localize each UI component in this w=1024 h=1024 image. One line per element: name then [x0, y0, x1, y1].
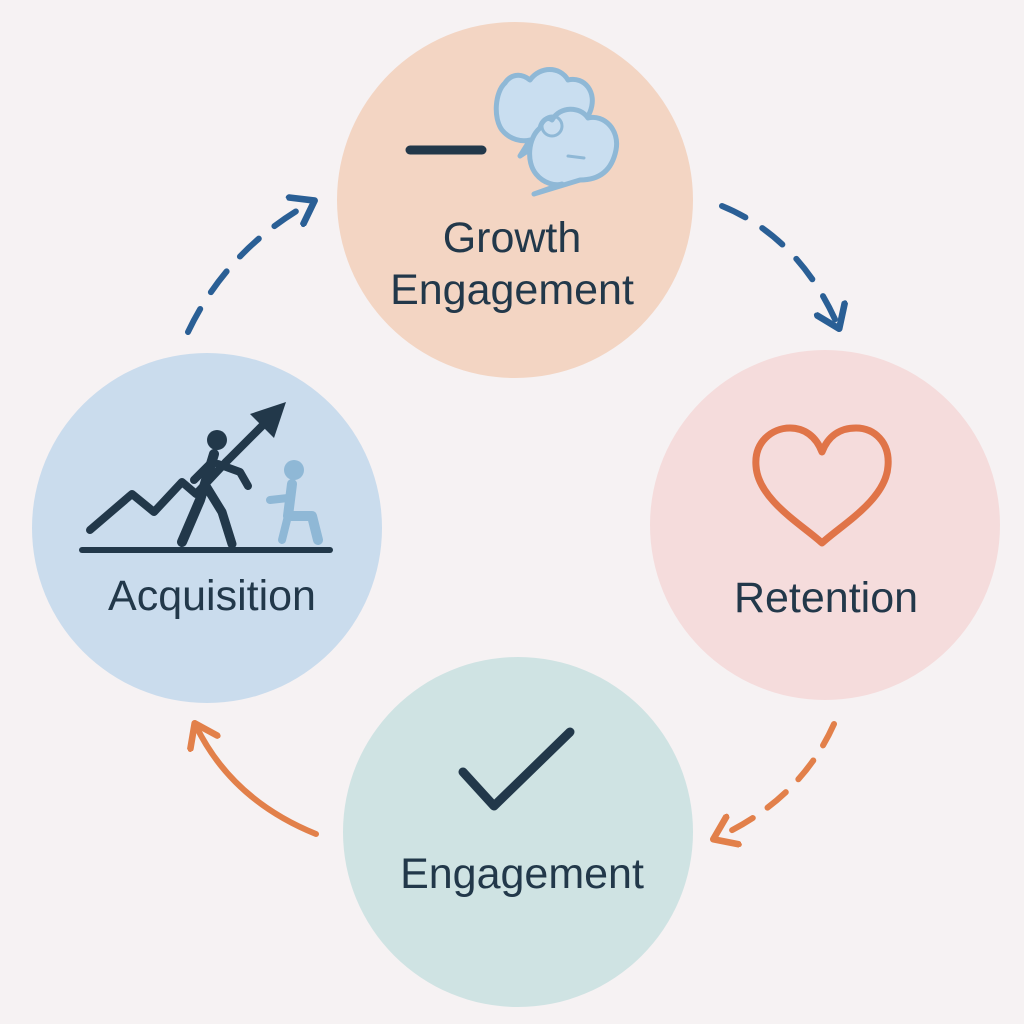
node-growth-engagement-label-line-1: Growth: [443, 214, 582, 262]
cycle-arrows: [185, 202, 838, 838]
node-acquisition: Acquisition: [32, 353, 382, 703]
node-growth-engagement-label-line-2: Engagement: [390, 266, 634, 314]
node-growth-engagement: Growth Engagement: [337, 22, 693, 378]
arrow-engagement-to-acquisition: [196, 726, 319, 837]
node-growth-engagement-circle: [337, 22, 693, 378]
arrow-acquisition-to-growth-engagement: [185, 202, 312, 335]
node-retention-circle: [650, 350, 1000, 700]
arrow-growth-engagement-to-retention: [719, 203, 838, 326]
node-engagement-circle: [343, 657, 693, 1007]
chat-bubbles-icon: [405, 67, 620, 197]
node-engagement: Engagement: [343, 657, 693, 1007]
heart-icon: [752, 424, 892, 547]
node-retention-label: Retention: [734, 574, 918, 622]
node-acquisition-label: Acquisition: [108, 572, 316, 620]
node-retention: Retention: [650, 350, 1000, 700]
checkmark-icon: [458, 727, 575, 811]
node-acquisition-circle: [32, 353, 382, 703]
node-engagement-label: Engagement: [400, 850, 644, 898]
arrow-retention-to-engagement: [716, 721, 837, 838]
growth-chart-people-icon: [79, 402, 333, 553]
